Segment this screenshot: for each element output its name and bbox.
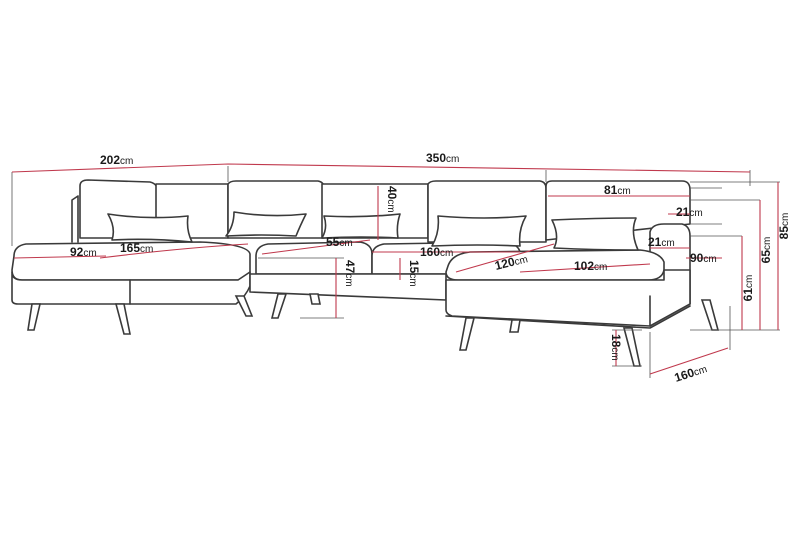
dimension-labels: 202cm 350cm 40cm 81cm 21cm 21cm 85cm 65c… bbox=[70, 151, 791, 385]
label-back-cushion-height: 40cm bbox=[385, 186, 399, 213]
label-armrest-width: 21cm bbox=[648, 235, 675, 249]
label-chaise-depth-left: 165cm bbox=[120, 241, 153, 255]
sofa-outline bbox=[11, 179, 691, 329]
pillow-2 bbox=[225, 211, 307, 237]
label-arm-height: 61cm bbox=[741, 275, 755, 302]
pillow-3 bbox=[321, 213, 401, 239]
pillow-5 bbox=[551, 217, 639, 251]
label-chaise-width-left: 92cm bbox=[70, 245, 97, 259]
label-chaise-seat-width: 102cm bbox=[574, 259, 607, 273]
label-back-section-width: 81cm bbox=[604, 183, 631, 197]
right-chaise-base bbox=[445, 269, 691, 327]
label-middle-section-width: 160cm bbox=[420, 245, 453, 259]
label-seat-cushion-thickness: 15cm bbox=[407, 260, 421, 287]
label-chaise-depth-right: 120cm bbox=[493, 251, 529, 273]
label-back-height: 65cm bbox=[759, 237, 773, 264]
label-overall-length-left: 202cm bbox=[100, 153, 133, 167]
pillow-1 bbox=[107, 213, 193, 243]
label-chaise-total-depth: 160cm bbox=[673, 361, 709, 385]
sofa-legs bbox=[27, 293, 720, 367]
label-overall-length: 350cm bbox=[426, 151, 459, 165]
pillow-4 bbox=[431, 215, 527, 247]
left-chaise-base bbox=[11, 271, 251, 305]
label-total-height: 85cm bbox=[777, 213, 791, 240]
dimension-lines bbox=[11, 163, 780, 378]
label-seat-depth: 55cm bbox=[326, 235, 353, 249]
label-seat-height: 47cm bbox=[343, 260, 357, 287]
label-chaise-width-right: 90cm bbox=[690, 251, 717, 265]
label-leg-height: 18cm bbox=[609, 334, 623, 361]
label-armrest-height: 21cm bbox=[676, 205, 703, 219]
